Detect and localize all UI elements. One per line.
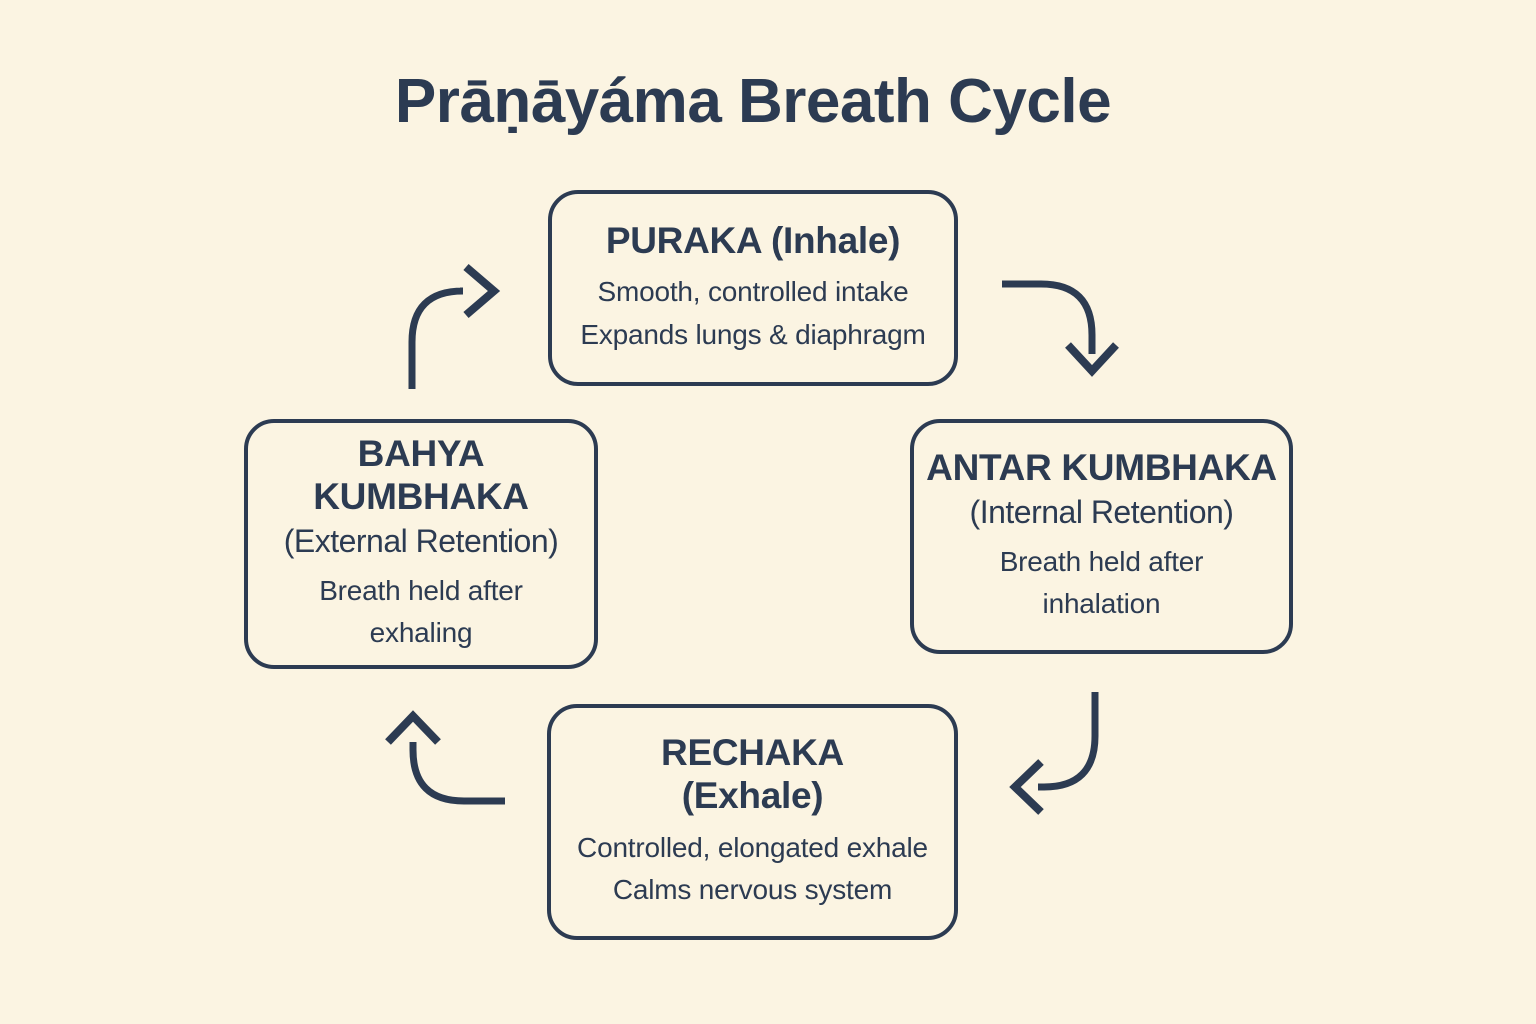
node-puraka-body-line-2: Expands lungs & diaphragm	[580, 318, 926, 350]
arrow-rechaka-to-bahya	[385, 710, 505, 805]
node-bahya-kumbhaka-title: BAHYA KUMBHAKA	[313, 433, 529, 519]
node-bahya-kumbhaka-subtitle: (External Retention)	[283, 522, 559, 559]
node-antar-kumbhaka-body: Breath held after inhalation	[1000, 541, 1204, 626]
node-antar-kumbhaka: ANTAR KUMBHAKA (Internal Retention) Brea…	[910, 419, 1293, 654]
arrow-bahya-to-puraka	[408, 263, 501, 389]
node-antar-kumbhaka-title-line: ANTAR KUMBHAKA	[926, 447, 1277, 488]
arrow-puraka-to-antar	[1002, 280, 1119, 377]
node-bahya-kumbhaka-title-line-2: KUMBHAKA	[313, 475, 529, 517]
node-bahya-kumbhaka-body-line-2: exhaling	[369, 617, 473, 649]
node-antar-kumbhaka-body-line-1: Breath held after	[999, 545, 1204, 577]
node-bahya-kumbhaka-body-line-1: Breath held after	[319, 574, 523, 606]
node-bahya-kumbhaka: BAHYA KUMBHAKA (External Retention) Brea…	[244, 419, 598, 669]
node-rechaka-title-line-1: RECHAKA	[661, 732, 844, 774]
node-puraka: PURAKA (Inhale) Smooth, controlled intak…	[548, 190, 958, 386]
node-rechaka-title-line-2: (Exhale)	[681, 774, 824, 816]
arrow-antar-to-rechaka	[1009, 692, 1099, 815]
node-bahya-kumbhaka-body: Breath held after exhaling	[319, 570, 523, 655]
node-antar-kumbhaka-title: ANTAR KUMBHAKA	[926, 447, 1277, 490]
node-puraka-title: PURAKA (Inhale)	[605, 219, 901, 263]
node-puraka-title-line: PURAKA (Inhale)	[605, 219, 901, 261]
node-puraka-body: Smooth, controlled intake Expands lungs …	[580, 271, 925, 356]
diagram-title: Prāṇāyáma Breath Cycle	[394, 67, 1112, 136]
node-antar-kumbhaka-body-line-2: inhalation	[1042, 588, 1161, 620]
node-rechaka-title: RECHAKA (Exhale)	[661, 732, 844, 818]
node-bahya-kumbhaka-title-line-1: BAHYA	[357, 433, 485, 475]
node-rechaka-body-line-2: Calms nervous system	[612, 874, 893, 906]
node-rechaka: RECHAKA (Exhale) Controlled, elongated e…	[547, 704, 958, 940]
node-antar-kumbhaka-subtitle: (Internal Retention)	[969, 493, 1234, 530]
node-rechaka-body: Controlled, elongated exhale Calms nervo…	[577, 827, 928, 912]
node-rechaka-body-line-1: Controlled, elongated exhale	[577, 831, 928, 863]
node-puraka-body-line-1: Smooth, controlled intake	[597, 276, 909, 308]
